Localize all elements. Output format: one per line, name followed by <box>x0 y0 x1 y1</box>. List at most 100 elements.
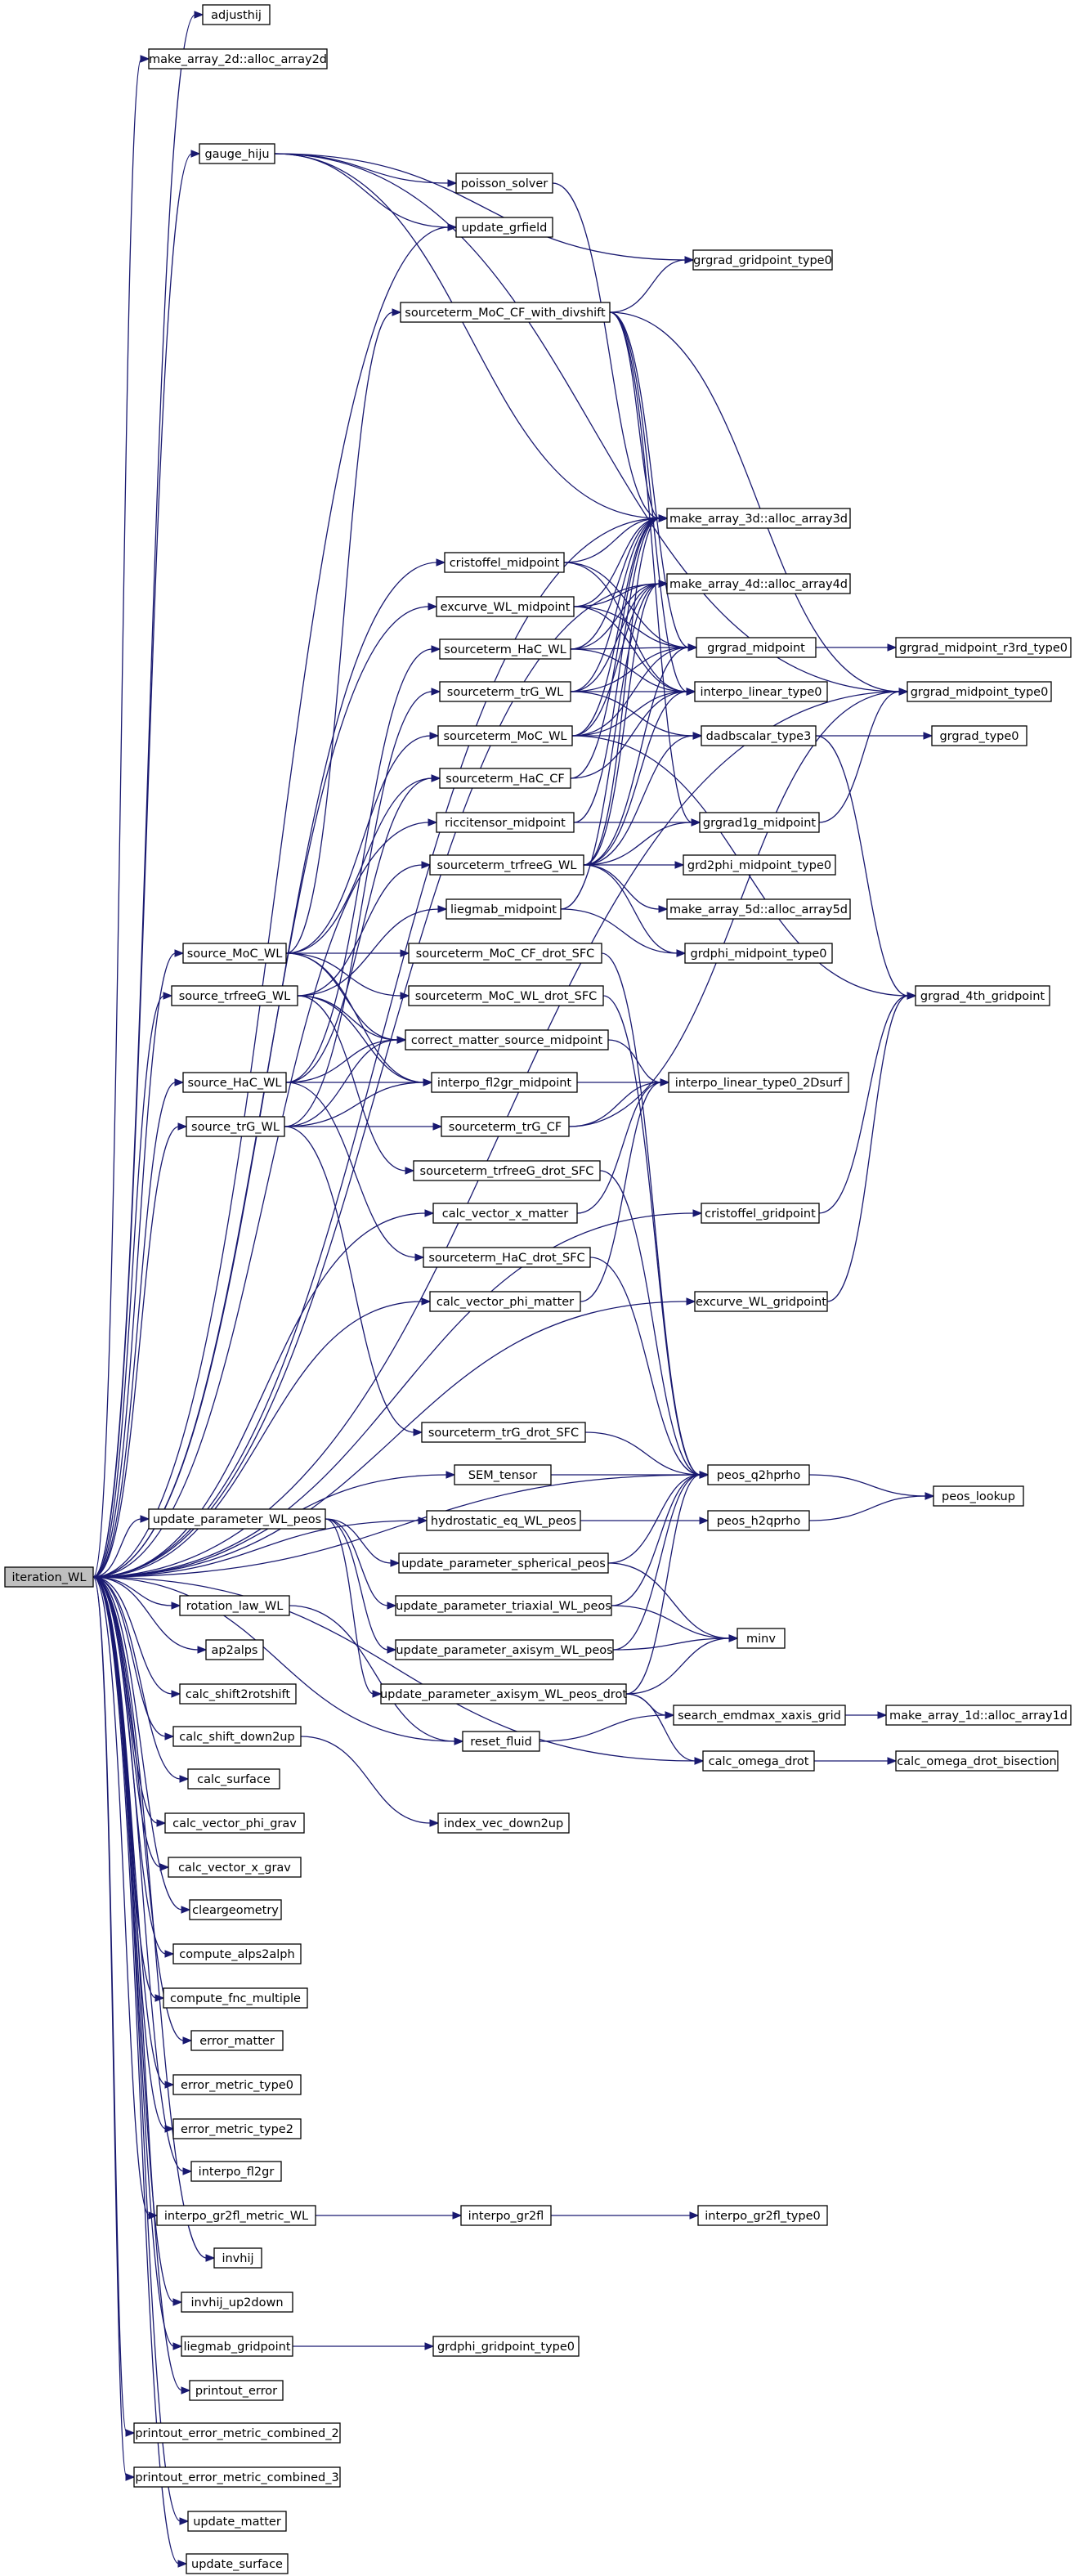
function-node-index-vec-down2up[interactable]: index_vec_down2up <box>437 1812 570 1834</box>
function-node-update-parameter-spherical-peos[interactable]: update_parameter_spherical_peos <box>398 1552 609 1574</box>
function-node-interpo-fl2gr[interactable]: interpo_fl2gr <box>190 2161 282 2182</box>
function-label: calc_vector_x_matter <box>442 1207 568 1221</box>
function-node-calc-omega-drot-bisection[interactable]: calc_omega_drot_bisection <box>895 1750 1059 1772</box>
function-node-source-trg-wl[interactable]: source_trG_WL <box>186 1116 285 1137</box>
function-node-grd2phi-midpoint-type0[interactable]: grd2phi_midpoint_type0 <box>683 854 836 876</box>
function-node-sourceterm-hac-wl[interactable]: sourceterm_HaC_WL <box>439 638 571 660</box>
function-node-update-parameter-wl-peos[interactable]: update_parameter_WL_peos <box>148 1508 326 1530</box>
function-label: source_trG_WL <box>191 1121 280 1134</box>
function-node-interpo-gr2fl[interactable]: interpo_gr2fl <box>460 2205 552 2226</box>
call-edge-source-trg-wl-to-sourceterm-trg-cf <box>284 1122 443 1131</box>
function-node-peos-q2hprho[interactable]: peos_q2hprho <box>707 1464 810 1485</box>
function-node-sourceterm-hac-drot-sfc[interactable]: sourceterm_HaC_drot_SFC <box>423 1247 591 1268</box>
call-edge-iteration-wl-to-cleargeometry <box>92 1576 191 1914</box>
function-node-sourceterm-trg-drot-sfc[interactable]: sourceterm_trG_drot_SFC <box>421 1422 586 1443</box>
function-node-source-moc-wl[interactable]: source_MoC_WL <box>182 943 287 964</box>
function-node-cleargeometry[interactable]: cleargeometry <box>189 1899 282 1920</box>
function-node-sourceterm-trg-cf[interactable]: sourceterm_trG_CF <box>441 1116 570 1137</box>
call-edge-iteration-wl-to-update-grfield <box>92 223 458 1578</box>
function-label: interpo_linear_type0 <box>701 686 822 699</box>
function-node-sourceterm-hac-cf[interactable]: sourceterm_HaC_CF <box>439 768 571 789</box>
function-node-alloc-array1d[interactable]: make_array_1d::alloc_array1d <box>885 1705 1072 1726</box>
function-node-calc-shift2rotshift[interactable]: calc_shift2rotshift <box>179 1683 297 1705</box>
function-node-cristoffel-gridpoint[interactable]: cristoffel_gridpoint <box>701 1203 820 1224</box>
function-node-compute-fnc-multiple[interactable]: compute_fnc_multiple <box>163 1987 308 2009</box>
function-node-sourceterm-trfreeg-wl[interactable]: sourceterm_trfreeG_WL <box>429 854 584 876</box>
function-label: gauge_hiju <box>204 148 269 161</box>
function-node-printout-error[interactable]: printout_error <box>189 2380 284 2401</box>
function-node-grgrad1g-midpoint[interactable]: grgrad1g_midpoint <box>699 812 820 833</box>
function-node-interpo-fl2gr-midpoint[interactable]: interpo_fl2gr_midpoint <box>431 1072 578 1093</box>
function-node-grgrad-midpoint[interactable]: grgrad_midpoint <box>696 637 817 658</box>
function-node-interpo-linear-type0-2dsurf[interactable]: interpo_linear_type0_2Dsurf <box>668 1072 849 1093</box>
function-node-error-metric-type0[interactable]: error_metric_type0 <box>172 2074 302 2095</box>
function-node-search-emdmax-xaxis-grid[interactable]: search_emdmax_xaxis_grid <box>673 1705 846 1726</box>
function-node-grdphi-midpoint-type0[interactable]: grdphi_midpoint_type0 <box>684 943 833 964</box>
function-node-update-matter[interactable]: update_matter <box>187 2511 287 2532</box>
function-node-grgrad-gridpoint-type0[interactable]: grgrad_gridpoint_type0 <box>692 249 833 271</box>
function-node-reset-fluid[interactable]: reset_fluid <box>462 1731 540 1752</box>
function-node-iteration-wl[interactable]: iteration_WL <box>4 1566 94 1588</box>
function-node-poisson-solver[interactable]: poisson_solver <box>455 172 553 194</box>
function-node-source-hac-wl[interactable]: source_HaC_WL <box>182 1072 287 1093</box>
function-node-interpo-gr2fl-metric-wl[interactable]: interpo_gr2fl_metric_WL <box>156 2205 316 2226</box>
function-node-adjusthij[interactable]: adjusthij <box>202 4 271 25</box>
function-node-error-matter[interactable]: error_matter <box>190 2030 284 2051</box>
function-node-calc-shift-down2up[interactable]: calc_shift_down2up <box>172 1726 302 1747</box>
function-node-grgrad-midpoint-r3rd-type0[interactable]: grgrad_midpoint_r3rd_type0 <box>895 637 1072 658</box>
function-node-printout-error-metric-combined-3[interactable]: printout_error_metric_combined_3 <box>133 2466 341 2488</box>
function-node-liegmab-gridpoint[interactable]: liegmab_gridpoint <box>181 2336 293 2357</box>
function-node-correct-matter-source-midpoint[interactable]: correct_matter_source_midpoint <box>405 1029 609 1051</box>
function-node-calc-vector-x-grav[interactable]: calc_vector_x_grav <box>168 1857 302 1878</box>
function-node-grgrad-4th-gridpoint[interactable]: grgrad_4th_gridpoint <box>915 985 1050 1006</box>
function-node-rotation-law-wl[interactable]: rotation_law_WL <box>179 1595 290 1616</box>
function-node-compute-alps2alph[interactable]: compute_alps2alph <box>172 1943 302 1964</box>
function-node-alloc-array5d[interactable]: make_array_5d::alloc_array5d <box>666 898 851 920</box>
function-node-liegmab-midpoint[interactable]: liegmab_midpoint <box>445 898 562 920</box>
function-node-calc-vector-phi-matter[interactable]: calc_vector_phi_matter <box>429 1291 581 1312</box>
function-node-sourceterm-trg-wl[interactable]: sourceterm_trG_WL <box>439 681 571 702</box>
function-node-error-metric-type2[interactable]: error_metric_type2 <box>172 2118 302 2139</box>
function-node-sourceterm-trfreeg-drot-sfc[interactable]: sourceterm_trfreeG_drot_SFC <box>413 1160 601 1181</box>
call-edge-source-trfreeg-wl-to-correct-matter-source-midpoint <box>297 995 407 1044</box>
function-node-invhij[interactable]: invhij <box>213 2247 262 2269</box>
function-node-sourceterm-moc-cf-with-divshift[interactable]: sourceterm_MoC_CF_with_divshift <box>400 302 611 323</box>
function-node-source-trfreeg-wl[interactable]: source_trfreeG_WL <box>171 985 298 1006</box>
function-node-riccitensor-midpoint[interactable]: riccitensor_midpoint <box>436 812 575 833</box>
function-node-ap2alps[interactable]: ap2alps <box>205 1639 264 1660</box>
function-node-grgrad-type0[interactable]: grgrad_type0 <box>931 725 1028 746</box>
function-node-grgrad-midpoint-type0[interactable]: grgrad_midpoint_type0 <box>907 681 1052 702</box>
function-node-sourceterm-moc-wl-drot-sfc[interactable]: sourceterm_MoC_WL_drot_SFC <box>408 985 604 1006</box>
function-node-excurve-wl-gridpoint[interactable]: excurve_WL_gridpoint <box>694 1291 828 1312</box>
function-node-alloc-array2d[interactable]: make_array_2d::alloc_array2d <box>148 48 328 69</box>
function-node-cristoffel-midpoint[interactable]: cristoffel_midpoint <box>444 552 565 573</box>
function-node-excurve-wl-midpoint[interactable]: excurve_WL_midpoint <box>436 596 575 617</box>
function-node-invhij-up2down[interactable]: invhij_up2down <box>181 2292 293 2313</box>
function-node-gauge-hiju[interactable]: gauge_hiju <box>199 143 275 164</box>
function-node-grdphi-gridpoint-type0[interactable]: grdphi_gridpoint_type0 <box>432 2336 580 2357</box>
function-node-calc-vector-x-matter[interactable]: calc_vector_x_matter <box>432 1203 578 1224</box>
function-node-peos-h2qprho[interactable]: peos_h2qprho <box>707 1510 810 1531</box>
function-node-calc-omega-drot[interactable]: calc_omega_drot <box>702 1750 815 1772</box>
function-node-sourceterm-moc-wl[interactable]: sourceterm_MoC_WL <box>437 725 573 746</box>
function-node-alloc-array4d[interactable]: make_array_4d::alloc_array4d <box>666 573 851 594</box>
function-node-update-surface[interactable]: update_surface <box>186 2553 289 2574</box>
function-node-sem-tensor[interactable]: SEM_tensor <box>454 1464 552 1485</box>
function-node-interpo-linear-type0[interactable]: interpo_linear_type0 <box>694 681 828 702</box>
function-node-alloc-array3d[interactable]: make_array_3d::alloc_array3d <box>666 508 851 529</box>
function-node-update-parameter-axisym-wl-peos-drot[interactable]: update_parameter_axisym_WL_peos_drot <box>380 1683 627 1705</box>
function-node-peos-lookup[interactable]: peos_lookup <box>933 1485 1024 1507</box>
function-node-update-parameter-triaxial-wl-peos[interactable]: update_parameter_triaxial_WL_peos <box>395 1595 612 1616</box>
function-node-hydrostatic-eq-wl-peos[interactable]: hydrostatic_eq_WL_peos <box>426 1510 581 1531</box>
call-edge-sourceterm-trfreeg-wl-to-alloc-array5d <box>583 864 669 913</box>
function-node-calc-surface[interactable]: calc_surface <box>187 1768 280 1790</box>
call-edge-source-moc-wl-to-sourceterm-moc-cf-drot-sfc <box>286 949 410 957</box>
function-node-update-grfield[interactable]: update_grfield <box>455 217 553 238</box>
function-node-dadbscalar-type3[interactable]: dadbscalar_type3 <box>701 725 817 746</box>
function-node-update-parameter-axisym-wl-peos[interactable]: update_parameter_axisym_WL_peos <box>395 1639 614 1660</box>
function-node-sourceterm-moc-cf-drot-sfc[interactable]: sourceterm_MoC_CF_drot_SFC <box>408 943 602 964</box>
function-node-minv[interactable]: minv <box>736 1628 786 1649</box>
function-node-printout-error-metric-combined-2[interactable]: printout_error_metric_combined_2 <box>133 2422 341 2444</box>
function-node-interpo-gr2fl-type0[interactable]: interpo_gr2fl_type0 <box>697 2205 828 2226</box>
function-node-calc-vector-phi-grav[interactable]: calc_vector_phi_grav <box>164 1812 305 1834</box>
